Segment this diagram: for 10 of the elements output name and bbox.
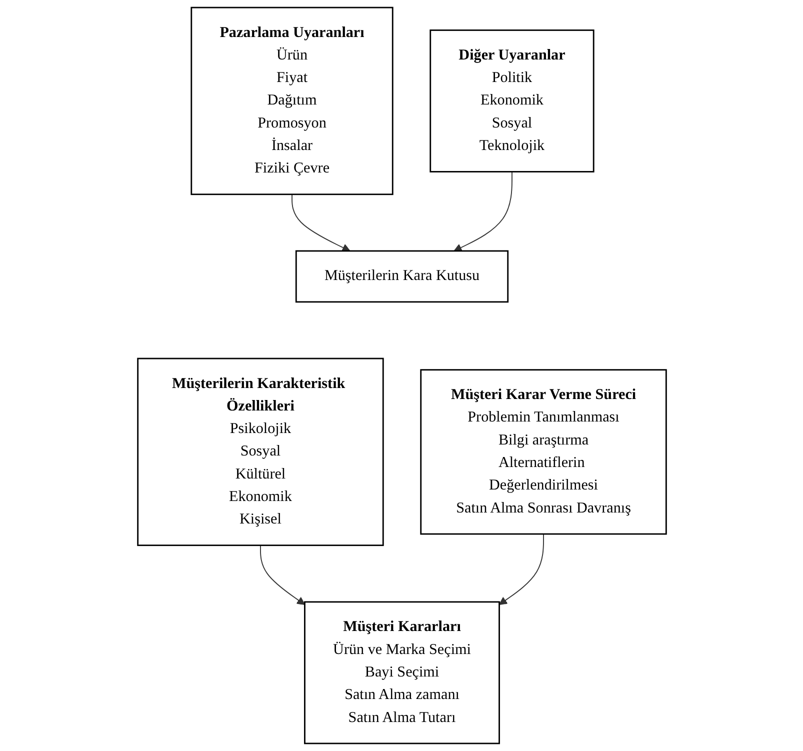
- arrow: [453, 171, 512, 252]
- arrow: [498, 534, 544, 605]
- node-box: [304, 601, 500, 744]
- node-box: [190, 6, 393, 196]
- node-box: [420, 369, 666, 535]
- arrow: [291, 194, 350, 252]
- node-box: [429, 29, 594, 172]
- node-box: [136, 358, 384, 546]
- arrow: [260, 544, 305, 605]
- node-box: [294, 250, 508, 303]
